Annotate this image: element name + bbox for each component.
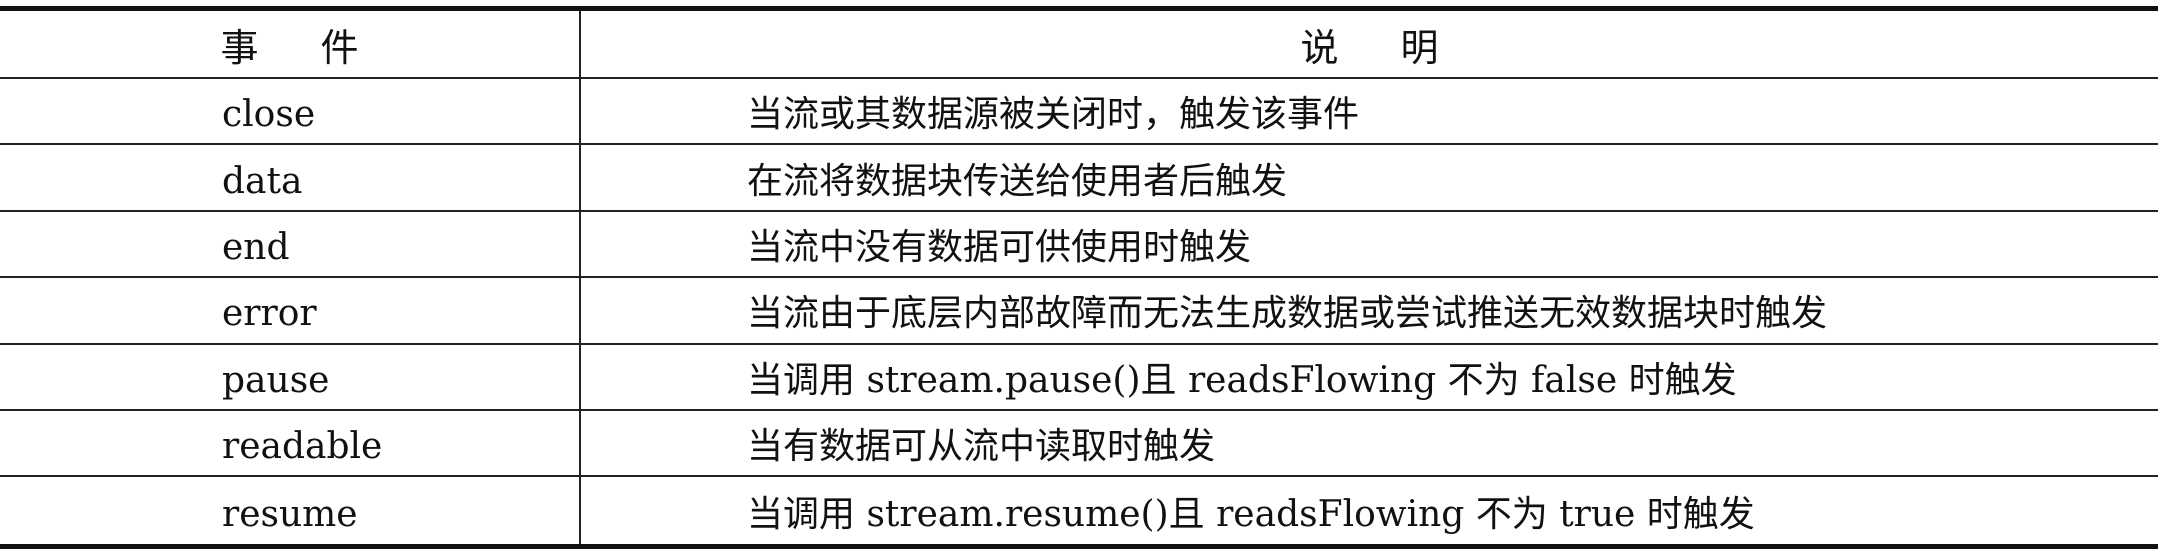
- event-name: resume: [222, 493, 358, 535]
- event-name: close: [222, 94, 316, 136]
- event-name: readable: [222, 426, 383, 468]
- event-cell: readable: [0, 410, 581, 476]
- header-description: 说明: [581, 11, 2158, 77]
- table-row: readable 当有数据可从流中读取时触发: [0, 410, 2158, 478]
- table-row: data 在流将数据块传送给使用者后触发: [0, 145, 2158, 212]
- events-table: 事件 说明 close 当流或其数据源被关闭时，触发该事件 data 在流将数据…: [0, 6, 2158, 549]
- event-description: 当有数据可从流中读取时触发: [747, 426, 1216, 468]
- event-cell: error: [0, 278, 581, 343]
- description-cell: 当流由于底层内部故障而无法生成数据或尝试推送无效数据块时触发: [581, 278, 2158, 342]
- event-name: error: [222, 293, 317, 335]
- event-cell: resume: [0, 477, 581, 544]
- description-cell: 当流或其数据源被关闭时，触发该事件: [581, 79, 2158, 143]
- header-event: 事件: [0, 11, 581, 77]
- event-name: data: [222, 160, 303, 202]
- description-cell: 当调用 stream.pause()且 readsFlowing 不为 fals…: [581, 345, 2158, 409]
- description-cell: 当有数据可从流中读取时触发: [581, 411, 2158, 475]
- event-description: 当调用 stream.pause()且 readsFlowing 不为 fals…: [747, 359, 1737, 401]
- description-cell: 当流中没有数据可供使用时触发: [581, 212, 2158, 276]
- table-row: close 当流或其数据源被关闭时，触发该事件: [0, 79, 2158, 146]
- table-row: pause 当调用 stream.pause()且 readsFlowing 不…: [0, 344, 2158, 411]
- event-name: pause: [222, 359, 330, 401]
- header-event-label: 事件: [220, 26, 421, 70]
- event-name: end: [222, 226, 290, 268]
- event-cell: data: [0, 145, 581, 210]
- description-cell: 当调用 stream.resume()且 readsFlowing 不为 tru…: [581, 477, 2158, 543]
- event-description: 当流或其数据源被关闭时，触发该事件: [747, 94, 1360, 136]
- header-description-label: 说明: [1300, 26, 1501, 70]
- table-row: resume 当调用 stream.resume()且 readsFlowing…: [0, 477, 2158, 544]
- table-header-row: 事件 说明: [0, 11, 2158, 79]
- event-description: 当流中没有数据可供使用时触发: [747, 226, 1252, 268]
- event-cell: close: [0, 79, 581, 144]
- table-row: error 当流由于底层内部故障而无法生成数据或尝试推送无效数据块时触发: [0, 278, 2158, 345]
- event-description: 当流由于底层内部故障而无法生成数据或尝试推送无效数据块时触发: [747, 293, 1828, 335]
- event-description: 当调用 stream.resume()且 readsFlowing 不为 tru…: [747, 493, 1755, 535]
- table-row: end 当流中没有数据可供使用时触发: [0, 211, 2158, 279]
- description-cell: 在流将数据块传送给使用者后触发: [581, 145, 2158, 209]
- event-description: 在流将数据块传送给使用者后触发: [747, 160, 1288, 202]
- event-cell: end: [0, 211, 581, 277]
- event-cell: pause: [0, 344, 581, 409]
